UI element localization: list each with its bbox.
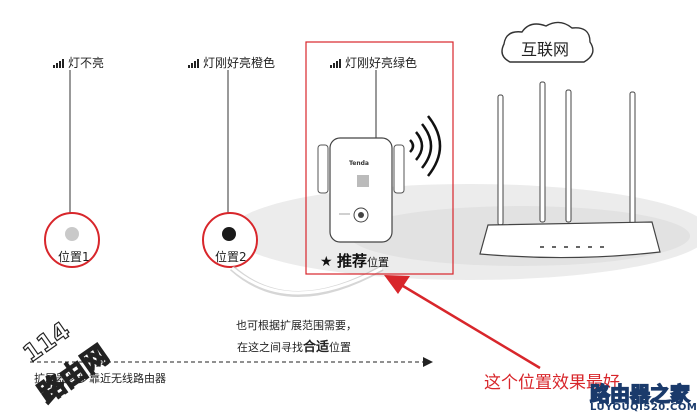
position-2-dot	[222, 227, 236, 241]
note-line-2: 在这之间寻找合适位置	[237, 336, 351, 355]
signal-bars-icon	[53, 58, 64, 68]
watermark-brand: 路由器之家	[589, 381, 690, 406]
position-2-label: 位置2	[215, 250, 247, 264]
star-icon: ★	[320, 254, 333, 270]
extender-device	[317, 137, 405, 243]
cloud-icon	[501, 21, 594, 63]
signal-text-2: 灯刚好亮橙色	[203, 56, 276, 70]
direction-arrow-head	[423, 357, 433, 367]
signal-bars-icon	[330, 58, 341, 68]
callout-text: 这个位置效果最好	[484, 373, 620, 393]
signal-text-3: 灯刚好亮绿色	[345, 56, 418, 70]
signal-waves	[409, 115, 442, 177]
device-brand: Tenda	[349, 160, 369, 167]
position-1-label: 位置1	[58, 250, 90, 264]
note-line-1: 也可根据扩展范围需要，	[236, 319, 357, 332]
note-strong: 合适	[303, 340, 330, 355]
recommended-label: ★ 推荐位置	[320, 250, 389, 271]
router	[479, 81, 661, 259]
steps-text: 扩展器逐步靠近无线路由器	[34, 372, 166, 385]
callout-arrow-line	[397, 281, 541, 370]
signal-bars-icon	[188, 58, 199, 68]
recommended-rest: 位置	[367, 256, 390, 269]
signal-text-1: 灯不亮	[68, 56, 105, 70]
range-arc-inner	[231, 266, 383, 295]
recommended-box	[305, 41, 454, 275]
signal-label-2: 灯刚好亮橙色	[188, 54, 275, 71]
watermark-url: LUYOUQI520.COM	[590, 402, 697, 413]
signal-label-1: 灯不亮	[53, 54, 104, 71]
callout-arrow-head	[384, 275, 410, 294]
note-prefix: 在这之间寻找	[237, 341, 303, 354]
signal-label-3: 灯刚好亮绿色	[330, 54, 417, 71]
position-1-dot	[65, 227, 79, 241]
cloud-label: 互联网	[521, 40, 570, 59]
note-suffix: 位置	[329, 341, 352, 354]
recommended-strong: 推荐	[337, 252, 368, 270]
